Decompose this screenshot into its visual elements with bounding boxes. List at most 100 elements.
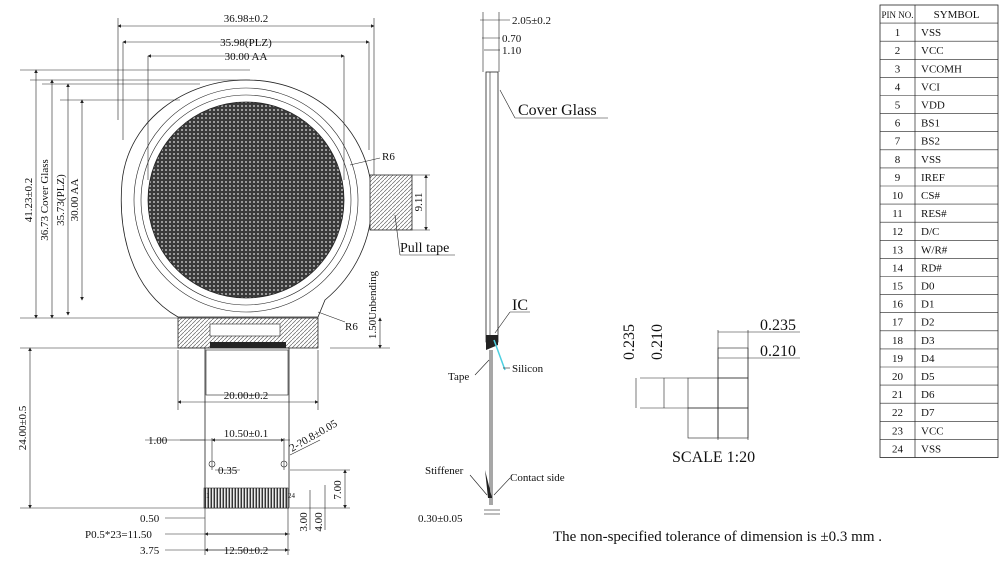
dim-7-00: 7.00 (332, 480, 344, 500)
detail-h1: 0.235 (621, 324, 638, 360)
polarizer-circle (133, 87, 359, 313)
pin-number: 11 (892, 208, 903, 220)
fpc-bend (210, 342, 286, 348)
pin-number: 14 (892, 262, 904, 274)
dim-fpc-width: 20.00±0.2 (224, 390, 269, 402)
detail-h2: 0.210 (649, 324, 666, 360)
pin-number: 6 (895, 118, 901, 130)
pin-number: 22 (892, 407, 903, 419)
ic-side (486, 335, 498, 350)
pin-symbol: D5 (921, 371, 935, 383)
tape-label: Tape (448, 371, 469, 383)
side-thickness: 2.05±0.2 (512, 15, 551, 27)
pin-number: 15 (892, 281, 904, 293)
side-0-70: 0.70 (502, 33, 522, 45)
pin-number: 9 (895, 172, 901, 184)
dim-pull-tape: 9.11 (413, 193, 425, 212)
pin-symbol: CS# (921, 190, 940, 202)
pin-symbol: D6 (921, 389, 935, 401)
polarizer-inner (140, 94, 352, 306)
dim-12-50: 12.50±0.2 (224, 545, 269, 557)
pin-symbol: D1 (921, 299, 934, 311)
pin-symbol: RD# (921, 262, 942, 274)
dim-4-00: 4.00 (313, 512, 325, 532)
stiffener-label: Stiffener (425, 465, 464, 477)
dim-overall-width: 36.98±0.2 (224, 13, 269, 25)
pin-24-mark: 24 (288, 492, 296, 500)
active-area (147, 101, 345, 299)
dim-aa-width: 30.00 AA (225, 51, 268, 63)
pin-symbol: VCC (921, 425, 944, 437)
detail-w2: 0.210 (760, 343, 796, 360)
pull-tape-label: Pull tape (400, 241, 449, 256)
silicon-label: Silicon (512, 363, 544, 375)
pin-number: 5 (895, 100, 901, 112)
pin-number: 16 (892, 299, 904, 311)
pin-symbol: BS1 (921, 118, 940, 130)
ic-label: IC (512, 297, 528, 314)
detail-w1: 0.235 (760, 317, 796, 334)
pin-number: 1 (895, 27, 901, 39)
pin-symbol: D2 (921, 317, 934, 329)
pin-symbol: D/C (921, 226, 939, 238)
pin-number: 7 (895, 136, 901, 148)
ic-chip (209, 323, 281, 337)
radius-top-label: R6 (382, 151, 395, 163)
side-bottom-thickness: 0.30±0.05 (418, 513, 463, 525)
pin-symbol: VCC (921, 45, 944, 57)
dim-cover-glass-height: 36.73 Cover Glass (39, 159, 51, 241)
pin-symbol: BS2 (921, 136, 940, 148)
pin-number: 2 (895, 45, 901, 57)
dim-hole-size: 2-?0.8±0.05 (288, 417, 340, 454)
pin-number: 4 (895, 81, 901, 93)
dim-3-75: 3.75 (140, 545, 160, 557)
pin-table-frame (879, 4, 999, 458)
dim-unbending: 1.50Unbending (367, 270, 379, 339)
dim-tail-length: 24.00±0.5 (17, 405, 29, 450)
radius-bottom-label: R6 (345, 321, 358, 333)
cover-glass-label: Cover Glass (518, 102, 597, 119)
pin-symbol: VDD (921, 100, 945, 112)
pin-number: 19 (892, 353, 904, 365)
dim-polarizer-height: 35.73(PLZ) (55, 174, 67, 226)
pin-number: 24 (892, 443, 904, 455)
dim-overall-height: 41.23±0.2 (23, 178, 35, 223)
dim-polarizer-width: 35.98(PLZ) (220, 37, 272, 49)
tolerance-note: The non-specified tolerance of dimension… (553, 529, 882, 545)
front-view: 36.98±0.2 35.98(PLZ) 30.00 AA 41.23±0.2 … (17, 13, 455, 557)
side-view: 2.05±0.2 0.70 1.10 Cover Glass IC Tape S… (418, 12, 608, 525)
pin-number: 18 (892, 335, 904, 347)
dim-hole-pitch: 10.50±0.1 (224, 428, 269, 440)
pin-symbol: W/R# (921, 244, 948, 256)
pin-number: 17 (892, 317, 904, 329)
pin-number: 10 (892, 190, 904, 202)
contact-side-label: Contact side (510, 472, 565, 484)
silicon-mark (493, 339, 506, 371)
pin-header: PIN NO. (881, 10, 913, 20)
pin-symbol: VCI (921, 81, 940, 93)
pin-number: 8 (895, 154, 901, 166)
dim-aa-height: 30.00 AA (69, 179, 81, 222)
pin-number: 3 (895, 63, 901, 75)
pad-detail: 0.235 0.210 0.235 0.210 SCALE 1:20 (621, 317, 800, 466)
detail-scale: SCALE 1:20 (672, 449, 755, 466)
pin-symbol: VSS (921, 154, 941, 166)
fpc-contacts (203, 487, 289, 509)
symbol-header: SYMBOL (934, 9, 980, 21)
dim-0-50: 0.50 (140, 513, 160, 525)
pin-symbol: D3 (921, 335, 935, 347)
pin-symbol: RES# (921, 208, 947, 220)
pin-symbol: D4 (921, 353, 935, 365)
dim-1-00: 1.00 (148, 435, 168, 447)
cover-glass-side (485, 71, 499, 343)
pin-symbol: VSS (921, 27, 941, 39)
pin-number: 13 (892, 244, 904, 256)
pin-symbol: IREF (921, 172, 945, 184)
pin-number: 21 (892, 389, 903, 401)
pin-number: 20 (892, 371, 904, 383)
side-1-10: 1.10 (502, 45, 522, 57)
pin-number: 23 (892, 425, 904, 437)
